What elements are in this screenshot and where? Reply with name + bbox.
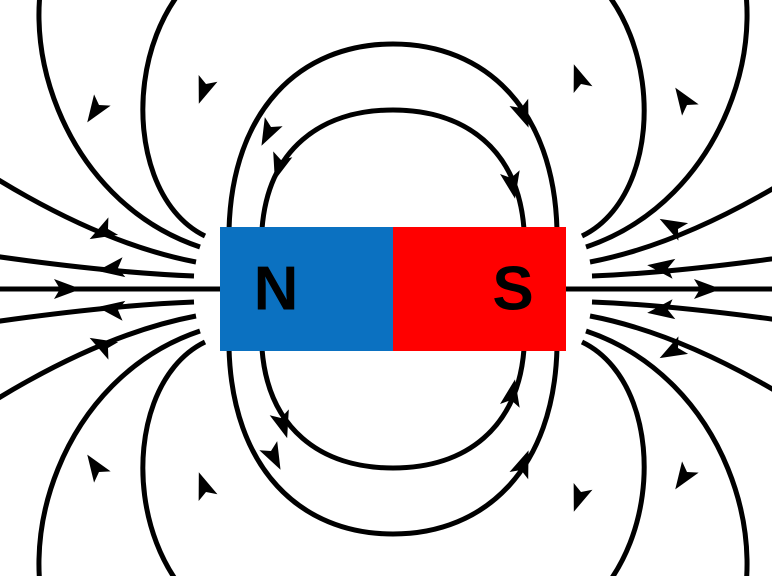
field-direction-arrow-icon (198, 472, 218, 502)
field-direction-arrow-icon (89, 337, 119, 360)
field-direction-arrow-icon (269, 409, 289, 439)
field-direction-arrow-icon (97, 257, 126, 278)
field-direction-arrow-icon (675, 461, 699, 490)
field-direction-arrow-icon (259, 441, 281, 470)
magnet-north-half (220, 227, 393, 351)
field-line (589, 313, 772, 392)
field-direction-arrow-icon (675, 87, 699, 116)
field-line (140, 0, 207, 239)
field-direction-arrow-icon (500, 379, 520, 408)
field-direction-arrow-icon (87, 454, 111, 483)
field-line (259, 348, 527, 471)
north-pole-label: N (254, 255, 299, 324)
field-direction-arrow-icon (500, 170, 520, 199)
field-line (36, 0, 201, 250)
field-direction-arrow-icon (573, 482, 593, 512)
field-direction-arrow-icon (89, 217, 119, 240)
field-line (226, 41, 560, 231)
field-direction-arrow-icon (647, 299, 676, 320)
south-pole-label: S (492, 255, 533, 324)
field-line (226, 347, 560, 537)
field-direction-arrow-icon (509, 450, 529, 480)
field-direction-arrow-icon (659, 336, 689, 359)
field-direction-arrow-icon (261, 117, 283, 146)
field-line (0, 313, 197, 401)
field-line (259, 107, 527, 230)
magnet-south-half (393, 227, 566, 351)
field-line (580, 339, 647, 576)
field-line (591, 299, 772, 322)
field-direction-arrow-icon (54, 279, 81, 299)
field-line (0, 299, 195, 324)
bar-magnet: N S (220, 227, 566, 351)
field-direction-arrow-icon (573, 64, 593, 94)
field-direction-arrow-icon (97, 300, 126, 321)
field-line (0, 177, 197, 265)
field-direction-arrow-icon (509, 98, 529, 128)
field-line (140, 339, 207, 576)
field-direction-arrows (54, 64, 721, 512)
field-direction-arrow-icon (694, 279, 721, 299)
field-direction-arrow-icon (659, 218, 689, 241)
field-direction-arrow-icon (198, 74, 218, 104)
field-direction-arrow-icon (647, 258, 676, 279)
field-line (580, 0, 647, 239)
field-line (585, 328, 750, 576)
field-line (589, 186, 772, 265)
field-direction-arrow-icon (87, 94, 111, 123)
field-line (591, 256, 772, 279)
field-line (36, 328, 201, 576)
field-line (585, 0, 750, 250)
field-direction-arrow-icon (273, 151, 293, 181)
field-line (0, 254, 195, 279)
